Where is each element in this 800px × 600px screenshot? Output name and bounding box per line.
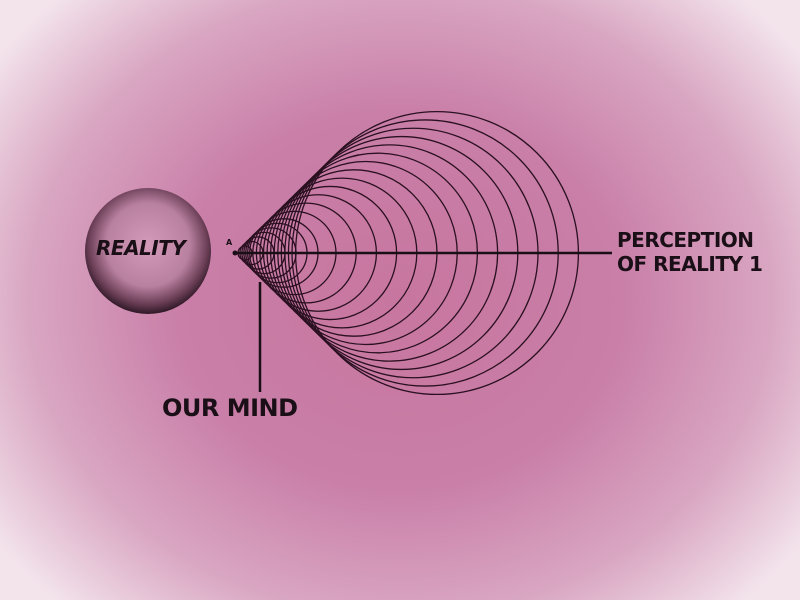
- reality-label: REALITY: [96, 236, 186, 260]
- perception-line-2: OF REALITY 1: [617, 252, 763, 276]
- perception-label: PERCEPTION OF REALITY 1: [617, 228, 763, 276]
- reality-sphere: [85, 188, 211, 314]
- apex-label: A: [226, 238, 232, 247]
- perception-line-1: PERCEPTION: [617, 228, 754, 252]
- our-mind-label: OUR MIND: [162, 394, 298, 422]
- apex-point: [232, 250, 238, 256]
